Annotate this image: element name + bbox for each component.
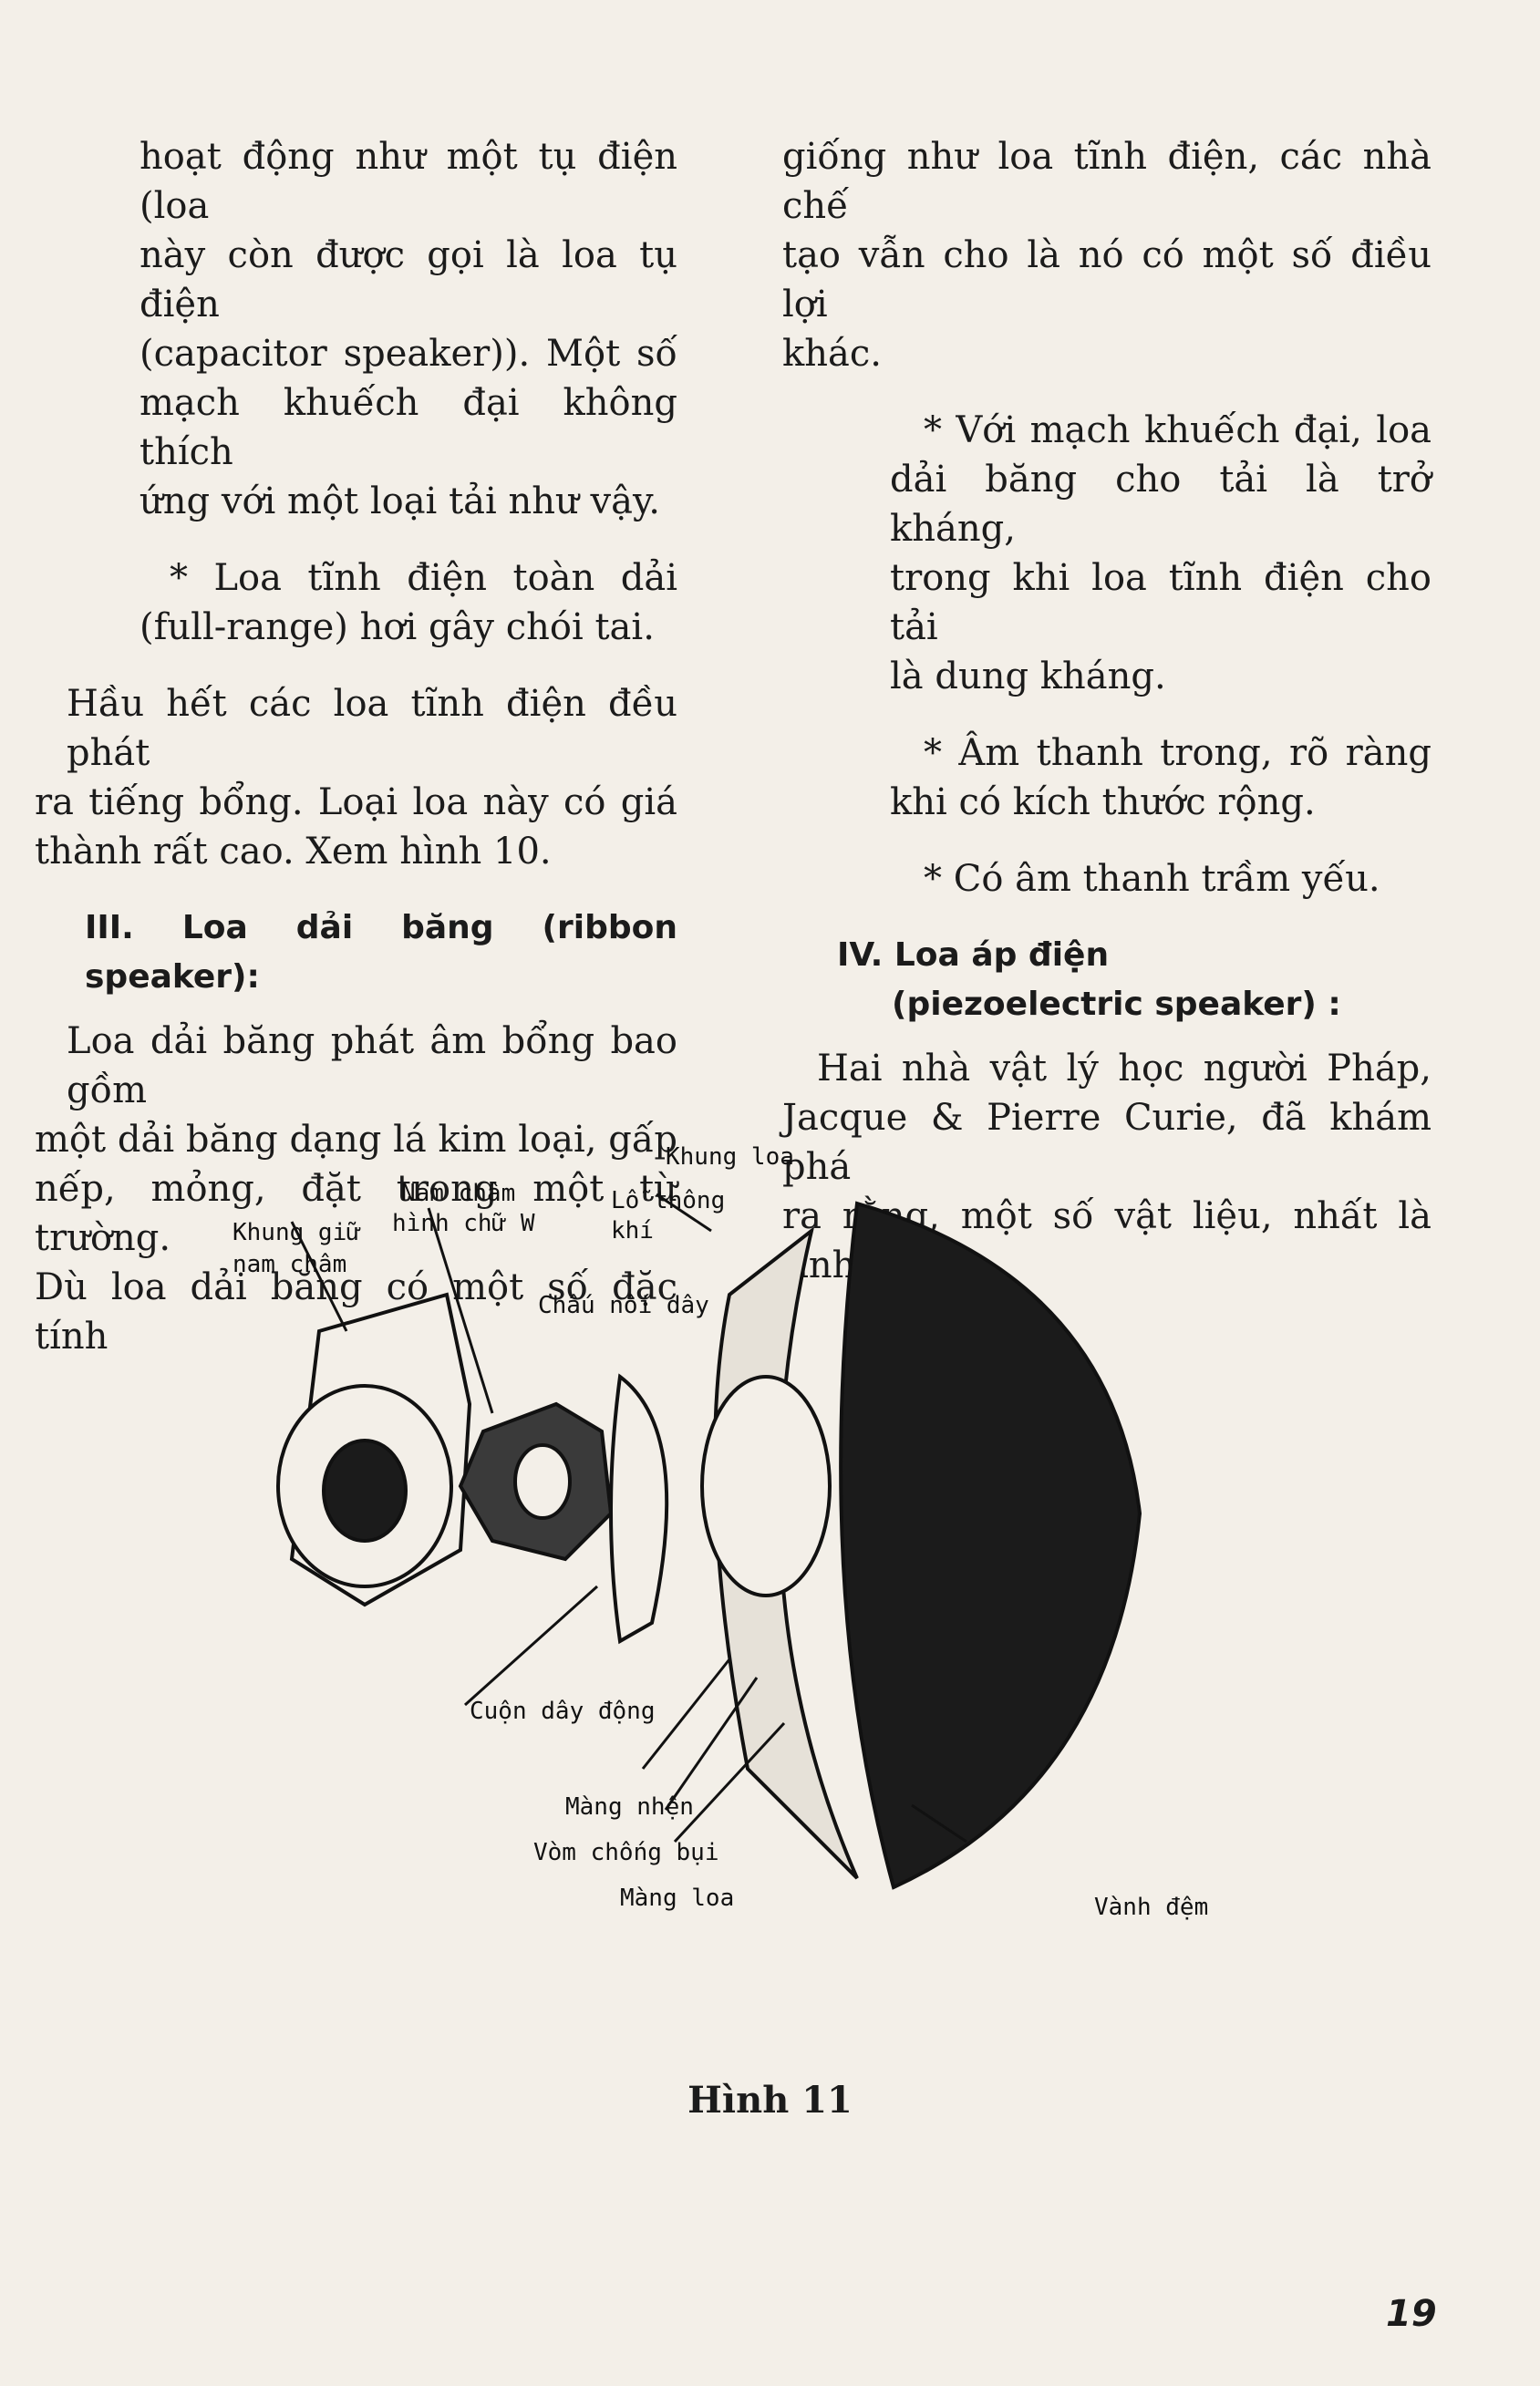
text-line: Hầu hết các loa tĩnh điện đều phát <box>67 683 677 774</box>
text-line: ứng với một loại tải như vậy. <box>140 480 660 522</box>
text-line: Loa dải băng phát âm bổng bao gồm <box>67 1020 677 1111</box>
text-line: một dải băng dạng lá kim loại, gấp <box>35 1119 677 1161</box>
left-column: hoạt động như một tụ điện (loa này còn đ… <box>35 132 677 1361</box>
text-line: giống như loa tĩnh điện, các nhà chế <box>782 136 1431 227</box>
ring-drawing <box>609 1373 669 1645</box>
text-line: mạch khuếch đại không thích <box>140 382 677 473</box>
text-line: ra tiếng bổng. Loại loa này có giá <box>35 781 677 823</box>
text-line: hoạt động như một tụ điện (loa <box>140 136 677 227</box>
figure-caption: Hình 11 <box>687 2079 853 2122</box>
text-line: Dù loa dải băng có một số đặc tính <box>35 1266 677 1358</box>
label-vom-chong: Vòm chống bụi <box>533 1839 719 1866</box>
label-khung-giu: Khung giữ <box>233 1219 361 1246</box>
label-mang-nhen: Màng nhện <box>565 1793 694 1821</box>
text-line: * Có âm thanh trầm yếu. <box>924 858 1380 900</box>
text-line: là dung kháng. <box>890 656 1166 697</box>
label-nam-cham: Nam châm <box>401 1180 515 1207</box>
label-mang-loa: Màng loa <box>620 1885 734 1912</box>
magnet-frame-drawing <box>276 1292 472 1607</box>
surround-drawing <box>839 1201 1142 1890</box>
cone-drawing <box>700 1225 859 1880</box>
text-line: * Loa tĩnh điện toàn dải <box>170 557 677 599</box>
text-line: * Âm thanh trong, rõ ràng <box>924 732 1431 774</box>
text-line: nếp, mỏng, đặt trong một từ trường. <box>35 1168 677 1259</box>
text-line: (full-range) hơi gây chói tai. <box>140 606 655 648</box>
text-line: khác. <box>782 333 882 375</box>
text-line: dải băng cho tải là trở kháng, <box>890 459 1431 550</box>
label-nam-cham-2: hình chữ W <box>392 1210 535 1237</box>
text-line: trong khi loa tĩnh điện cho tải <box>890 557 1431 648</box>
w-magnet-drawing <box>458 1401 614 1562</box>
section-heading: III. Loa dải băng (ribbon speaker): <box>85 909 677 996</box>
text-line: này còn được gọi là loa tụ điện <box>140 234 677 325</box>
label-khung-giu-2: nam châm <box>233 1251 346 1278</box>
text-line: Jacque & Pierre Curie, đã khám phá <box>782 1097 1431 1188</box>
label-khung-loa: Khung loa <box>666 1143 794 1171</box>
label-vanh-dem: Vành đệm <box>1094 1894 1208 1921</box>
text-line: Hai nhà vật lý học người Pháp, <box>817 1048 1431 1090</box>
text-line: (capacitor speaker)). Một số <box>140 333 677 375</box>
label-lo-thong: Lỗ thông <box>611 1187 725 1214</box>
label-cuon-day: Cuộn dây động <box>470 1698 656 1725</box>
text-line: tạo vẫn cho là nó có một số điều lợi <box>782 234 1431 325</box>
speaker-diagram-svg: Khung loa Nam châm hình chữ W Lỗ thông k… <box>233 1143 1208 1921</box>
label-chau-noi: Chấu nối dây <box>538 1292 709 1319</box>
label-lo-thong-2: khí <box>611 1217 654 1245</box>
text-line: thành rất cao. Xem hình 10. <box>35 831 552 873</box>
text-line: khi có kích thước rộng. <box>890 781 1316 823</box>
speaker-exploded-diagram: Khung loa Nam châm hình chữ W Lỗ thông k… <box>219 1131 1295 1951</box>
section-heading: IV. Loa áp điện <box>837 936 1110 974</box>
right-column: giống như loa tĩnh điện, các nhà chế tạo… <box>782 132 1431 1290</box>
page-number: 19 <box>1386 2293 1437 2335</box>
leader-lines <box>290 1193 967 1844</box>
section-heading-cont: (piezoelectric speaker) : <box>892 986 1341 1023</box>
text-line: * Với mạch khuếch đại, loa <box>924 409 1431 451</box>
